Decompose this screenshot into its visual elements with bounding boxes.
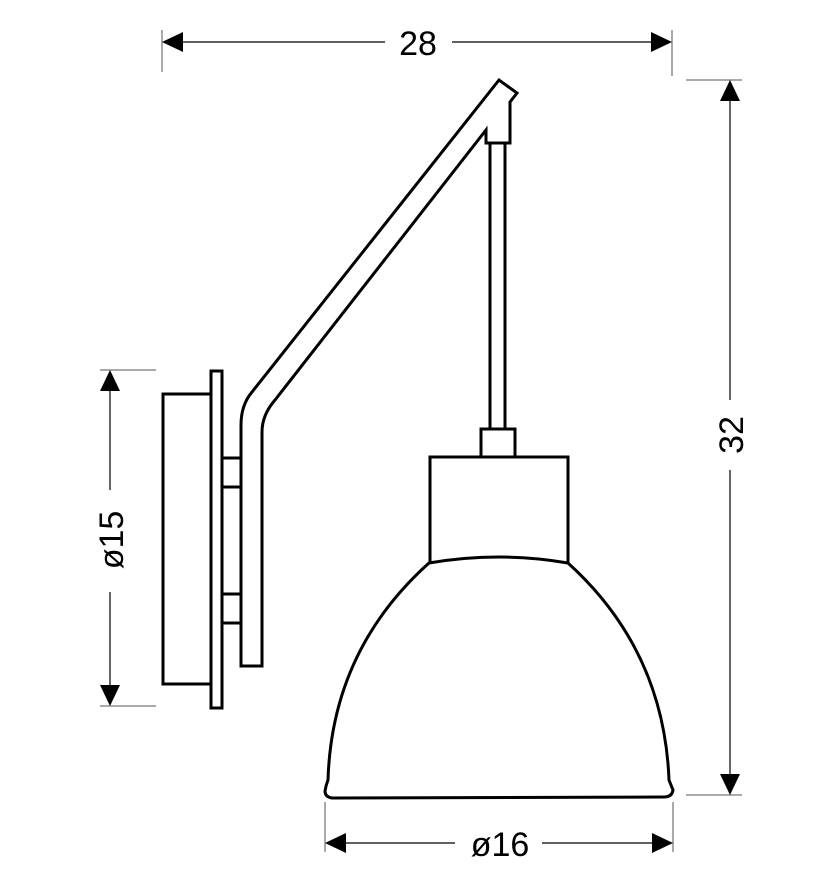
height-label: 32 (713, 416, 751, 454)
arrow-right-icon (651, 32, 672, 52)
shade-diameter-label: ø16 (471, 826, 530, 864)
height-dimension: 32 (686, 79, 751, 796)
arrow-up-icon (100, 370, 120, 391)
lamp-shade (323, 555, 675, 800)
arrow-up-icon (720, 80, 740, 101)
spacer-bottom (220, 592, 243, 625)
arrow-left-icon (162, 32, 183, 52)
socket-cap (479, 427, 517, 459)
backplate-diameter-label: ø15 (93, 511, 131, 570)
width-dimension: 28 (161, 25, 673, 76)
arrow-right-icon (652, 833, 673, 853)
wall-canopy (161, 392, 213, 686)
backplate-diameter-dimension: ø15 (93, 369, 156, 707)
width-label: 28 (399, 25, 437, 63)
shade-neck (428, 455, 570, 565)
arrow-left-icon (325, 833, 346, 853)
mounting-plate (209, 369, 224, 710)
arrow-down-icon (100, 685, 120, 706)
spacer-top (220, 456, 243, 489)
lamp-arm (239, 77, 520, 668)
arrow-down-icon (720, 774, 740, 795)
pendant-rod (488, 141, 507, 431)
shade-diameter-dimension: ø16 (324, 802, 674, 864)
